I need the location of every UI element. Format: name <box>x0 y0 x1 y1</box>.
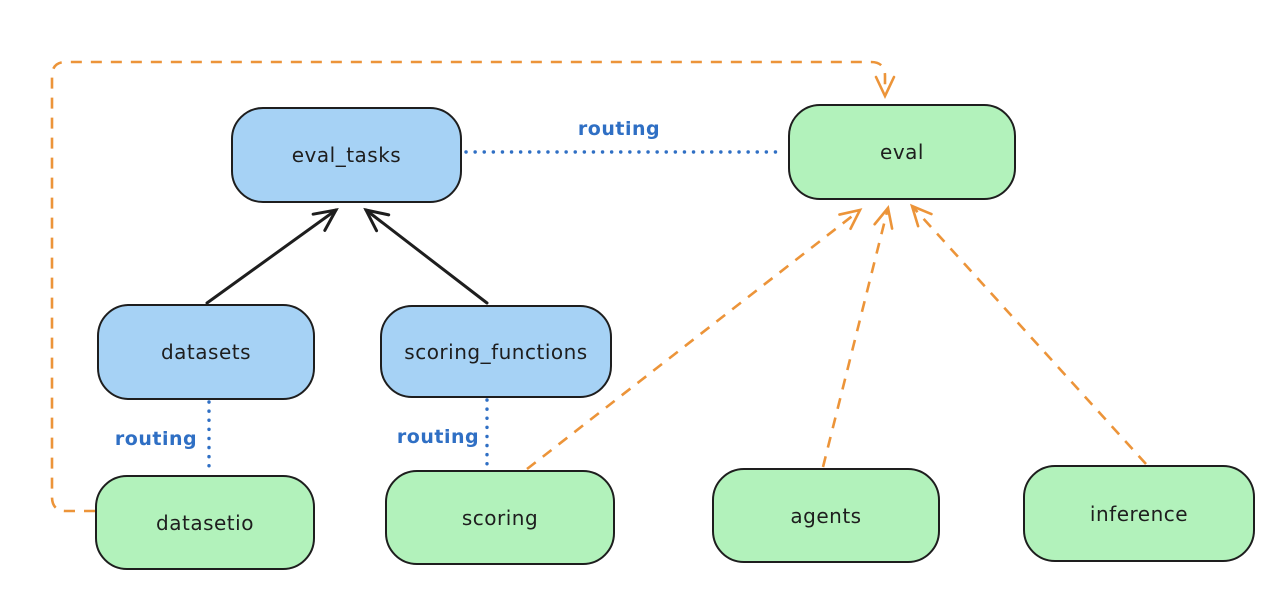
edge-label-routing-top: routing <box>577 118 661 140</box>
edge-scoring_functions-to-eval_tasks <box>363 207 489 305</box>
edge-scoring-to-eval-dashed <box>526 208 863 471</box>
edge-inference-to-eval-dashed <box>909 203 1147 465</box>
node-scoring_functions: scoring_functions <box>380 305 612 398</box>
node-scoring: scoring <box>385 470 615 565</box>
edge-label-routing-scoring: routing <box>396 426 480 448</box>
edge-datasetio-to-eval-dashed <box>50 60 896 513</box>
node-datasets: datasets <box>97 304 315 400</box>
node-eval: eval <box>788 104 1016 200</box>
edge-label-routing-datasetio: routing <box>114 428 198 450</box>
node-datasetio: datasetio <box>95 475 315 570</box>
node-agents: agents <box>712 468 940 563</box>
node-eval_tasks: eval_tasks <box>231 107 462 203</box>
node-inference: inference <box>1023 465 1255 562</box>
edge-datasets-to-eval_tasks <box>205 207 339 305</box>
edge-agents-to-eval-dashed <box>821 205 894 468</box>
